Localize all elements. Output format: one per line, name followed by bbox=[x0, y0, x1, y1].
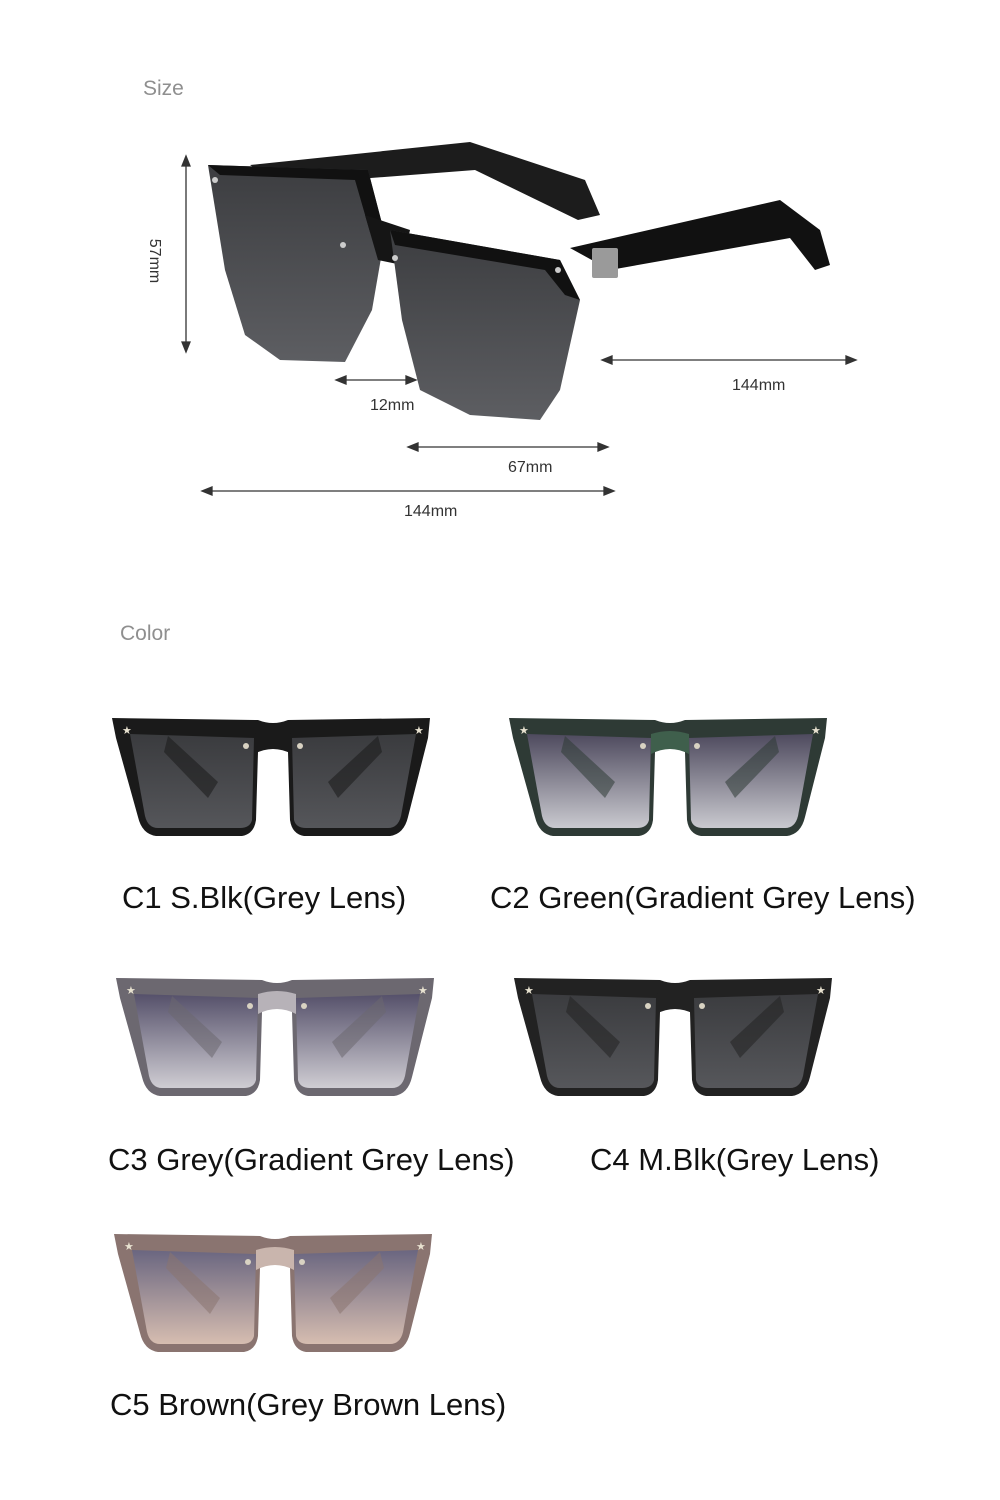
color-variant-c2-label: C2 Green(Gradient Grey Lens) bbox=[490, 880, 916, 915]
svg-text:★: ★ bbox=[418, 984, 428, 997]
sunglasses-side-view bbox=[181, 142, 858, 496]
temple-dimension-arrow bbox=[600, 355, 858, 365]
svg-text:★: ★ bbox=[414, 724, 424, 737]
lens-width-dimension-arrow bbox=[406, 442, 610, 452]
svg-text:★: ★ bbox=[519, 724, 529, 737]
height-dimension-label: 57mm bbox=[146, 238, 164, 284]
color-variant-c4-image[interactable]: ★★ bbox=[510, 972, 840, 1112]
near-temple bbox=[570, 200, 830, 270]
svg-text:★: ★ bbox=[124, 1240, 134, 1253]
height-dimension-arrow bbox=[181, 154, 191, 354]
frame-width-dimension-label: 144mm bbox=[404, 503, 458, 520]
hinge-logo bbox=[592, 248, 618, 278]
color-variant-c4-label: C4 M.Blk(Grey Lens) bbox=[590, 1142, 880, 1177]
color-section-label: Color bbox=[120, 622, 171, 645]
bridge-dimension-arrow bbox=[334, 375, 418, 385]
color-variant-c2-image[interactable]: ★★ bbox=[505, 712, 835, 852]
frame-width-dimension-arrow bbox=[200, 486, 616, 496]
svg-text:★: ★ bbox=[811, 724, 821, 737]
svg-text:★: ★ bbox=[126, 984, 136, 997]
svg-text:★: ★ bbox=[122, 724, 132, 737]
right-lens bbox=[390, 230, 580, 420]
temple-dimension-label: 144mm bbox=[732, 377, 786, 394]
color-variant-c3-image[interactable]: ★★ bbox=[112, 972, 442, 1112]
far-temple bbox=[250, 142, 600, 220]
color-variant-c5-image[interactable]: ★★ bbox=[110, 1228, 440, 1368]
svg-text:★: ★ bbox=[416, 1240, 426, 1253]
svg-text:★: ★ bbox=[524, 984, 534, 997]
size-section-label: Size bbox=[143, 77, 184, 100]
color-variant-c5-label: C5 Brown(Grey Brown Lens) bbox=[110, 1387, 507, 1422]
svg-text:★: ★ bbox=[816, 984, 826, 997]
color-variant-c1-image[interactable]: ★★ bbox=[108, 712, 438, 852]
lens-width-dimension-label: 67mm bbox=[508, 459, 553, 476]
bridge-dimension-label: 12mm bbox=[370, 397, 415, 414]
color-variant-c3-label: C3 Grey(Gradient Grey Lens) bbox=[108, 1142, 515, 1177]
color-variant-c1-label: C1 S.Blk(Grey Lens) bbox=[122, 880, 407, 915]
left-lens bbox=[208, 165, 385, 362]
